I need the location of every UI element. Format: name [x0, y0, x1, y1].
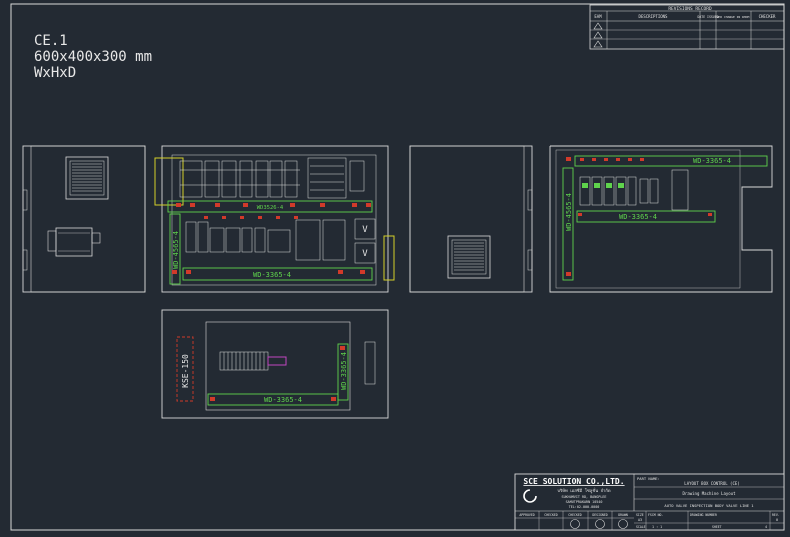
side-bracket-right [383, 235, 395, 281]
rev-triangle-1 [593, 22, 603, 30]
designed-label: DESIGNED [592, 513, 607, 517]
rev-triangle-2 [593, 31, 603, 39]
drawing-frame [10, 3, 785, 531]
title-block: SCE SOLUTION CO.,LTD. บริษัท เอสซีอี โซล… [514, 473, 785, 531]
fan-filter-grille-icon-right [447, 235, 491, 279]
drawn-stamp-icon [618, 519, 628, 529]
designed-stamp-icon [595, 519, 605, 529]
checked-label: CHECKED [544, 513, 558, 517]
side-duct-vertical-label: WD-4565-4 [565, 193, 573, 231]
scale-label: SCALE [636, 525, 646, 529]
checked-label-2: CHECKED [568, 513, 582, 517]
company-address-1: SUKHUMVIT RD, BANGPLEE [562, 495, 607, 499]
enclosure-notes: CE.1 600x400x300 mm WxHxD [34, 33, 152, 81]
main-panel-layout: WD3526-4 WD-4565-4 WD-3365-4 V V [154, 145, 395, 293]
side-screws [566, 157, 712, 276]
duct-bottom-main [182, 267, 373, 281]
rev-value: 0 [776, 518, 778, 522]
company-name: SCE SOLUTION CO.,LTD. [523, 477, 624, 486]
terminal-strip [219, 341, 376, 385]
company-logo-icon [523, 489, 537, 503]
enclosure-dimension-order: WxHxD [34, 65, 77, 81]
side-duct-top-label: WD-3365-4 [693, 157, 731, 165]
company-address-2: SAMUTPRAKARN 10540 [566, 500, 603, 504]
lower-duct-bottom-label: WD-3365-4 [264, 396, 302, 404]
cabinet-door-left [22, 145, 146, 293]
fscm-label: FSCM NO. [648, 513, 663, 517]
door-lock-icon [47, 227, 101, 257]
side-terminals [579, 169, 689, 211]
rev-triangle-3 [593, 40, 603, 48]
lower-rail-label: KSE-150 [181, 354, 190, 388]
breakers-row: V V [185, 218, 376, 264]
company-phone: TEL:02-000-0000 [569, 505, 600, 509]
rev-header-date: DATE ISSUED [697, 15, 718, 19]
size-label: SIZE [636, 513, 644, 517]
duct-vertical-side [562, 167, 574, 281]
enclosure-code: CE.1 [34, 33, 68, 49]
drawn-label: DRAWN [618, 513, 628, 517]
drawing-subtitle: AUTO VALVE INSPECTION BODY VALVE LINE 1 [664, 503, 754, 508]
plc-modules [179, 157, 365, 199]
fan-filter-grille-icon [65, 156, 109, 200]
rev-label: REV. [772, 513, 780, 517]
cabinet-door-right [409, 145, 533, 293]
duct-vertical-main [169, 213, 181, 285]
rev-header-eam: EAM [594, 14, 602, 19]
lower-screws [210, 346, 345, 401]
svg-text:V: V [362, 225, 368, 235]
side-duct-mid-label: WD-3365-4 [619, 213, 657, 221]
duct-mid-side [576, 210, 716, 223]
lower-panel-layout: KSE-150 WD-3365-4 WD-3365-4 [161, 309, 389, 419]
duct-top-main [167, 200, 373, 213]
main-duct-vertical-label: WD-4565-4 [172, 231, 180, 269]
revisions-title: REVISIONS RECORD [668, 6, 712, 12]
sheet-value: 4 [765, 525, 767, 529]
checked-stamp-icon [570, 519, 580, 529]
size-value: A3 [638, 518, 642, 522]
company-name-thai: บริษัท เอสซีอี โซลูชั่น จำกัด [557, 487, 611, 494]
drawing-number-label: DRAWING NUMBER [690, 513, 717, 517]
side-panel-layout: WD-3365-4 WD-4565-4 WD-3365-4 [549, 145, 773, 293]
part-name-label: PART NAME: [637, 476, 660, 481]
mounting-screws [172, 203, 371, 274]
svg-text:V: V [362, 249, 368, 259]
duct-vertical-lower [337, 343, 349, 401]
sheet-label: SHEET [712, 525, 722, 529]
revisions-table: REVISIONS RECORD EAM DESCRIPTIONS DATE I… [589, 4, 785, 50]
part-name-value: LAYOUT BOX CONTROL (CE) [684, 481, 739, 486]
rev-header-checker: CHECKER [759, 14, 776, 19]
cable-harness [267, 356, 287, 366]
kse-rail [176, 336, 194, 402]
duct-bottom-lower [207, 393, 339, 406]
enclosure-size: 600x400x300 mm [34, 49, 153, 65]
approved-label: APPROVED [519, 513, 534, 517]
scale-value: 1 : 1 [652, 525, 662, 529]
duct-top-side [574, 155, 768, 167]
drawing-title: Drawing Machine Layout [683, 491, 737, 496]
lower-duct-vertical-label: WD-3365-4 [340, 352, 348, 390]
main-duct-bottom-label: WD-3365-4 [253, 271, 291, 279]
rev-header-descriptions: DESCRIPTIONS [639, 14, 668, 19]
main-duct-top-label: WD3526-4 [257, 205, 284, 211]
din-rail-left-bracket [154, 157, 184, 206]
side-green-leds [582, 183, 624, 188]
rev-header-who: WHO CHANGE IN WHOM [717, 15, 750, 19]
